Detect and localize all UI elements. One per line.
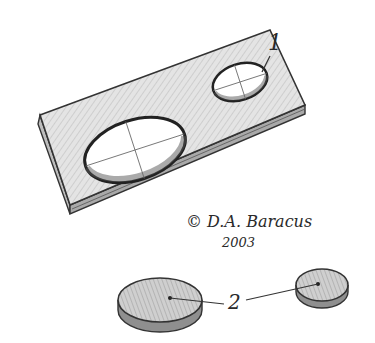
large-hole xyxy=(76,105,193,194)
callout-number: 2 xyxy=(228,292,241,312)
plate-top xyxy=(40,30,305,205)
leader-line xyxy=(262,56,270,72)
small-hole xyxy=(208,56,272,108)
large-disc xyxy=(118,278,202,332)
leader-line xyxy=(246,284,318,300)
callout-number: 1 xyxy=(268,32,282,54)
small-disc xyxy=(296,269,348,308)
copyright-text: © D.A. Baracus xyxy=(186,214,312,230)
leader-line xyxy=(170,298,224,304)
copyright-year: 2003 xyxy=(222,236,255,249)
